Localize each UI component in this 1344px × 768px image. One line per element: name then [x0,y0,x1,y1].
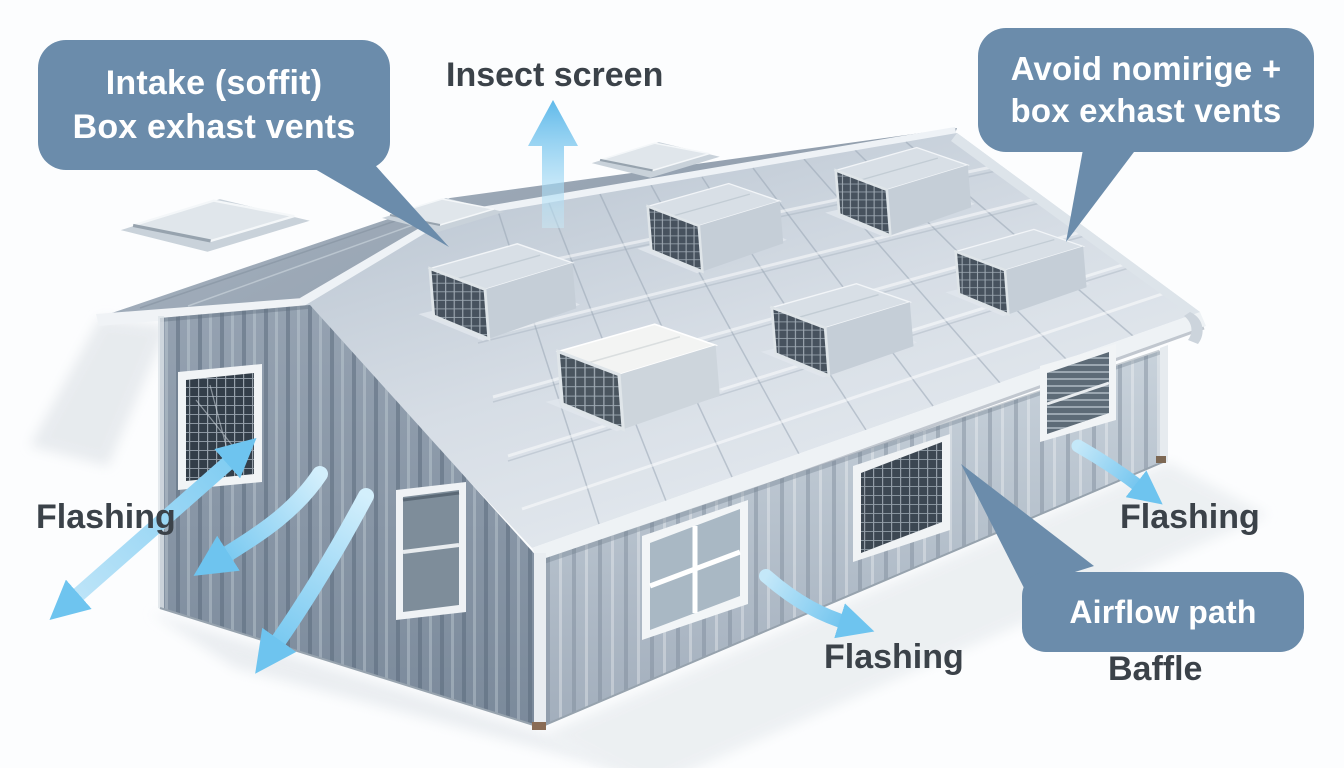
callout-avoid-line1: Avoid nomirige + [1010,50,1282,87]
insect-screen-label: Insect screen [446,56,664,94]
foundation-block [1156,456,1166,463]
front-window-3-blinds [1040,344,1116,442]
flashing-left-label: Flashing [36,498,176,536]
flashing-bottom-label: Flashing [824,638,964,676]
double-headed-arrow [49,437,257,621]
insect-screen-arrow [528,100,578,228]
flashing-right-label: Flashing [1120,498,1260,536]
callout-avoid-line2: box exhast vents [1010,92,1282,129]
curved-airflow-arrow [193,466,328,576]
callout-avoid-box-vents: Avoid nomirige + box exhast vents [978,28,1314,152]
callout-intake-line1: Intake (soffit) [105,64,323,102]
airflow-arrows [49,100,1163,674]
flashing-right-arrow [1071,439,1163,505]
front-wall [159,345,1168,730]
low-profile-vent [119,197,312,254]
avoid-callout-tail [1066,144,1140,242]
flashing-bottom-arrow [759,569,875,639]
callout-airflow-label: Airflow path [1069,593,1257,630]
baffle-label: Baffle [1108,650,1203,688]
left-fascia [96,298,306,326]
callout-intake-soffit: Intake (soffit) Box exhast vents [38,40,390,170]
downspout-elbow [1184,312,1203,344]
front-window-1 [642,500,748,640]
callout-intake-line2: Box exhast vents [72,108,356,146]
front-window-2-screened [853,434,950,562]
curved-airflow-arrow [255,488,374,674]
gable-lower-window [396,482,466,620]
callout-airflow-path: Airflow path [1022,572,1304,652]
airflow-callout-tail [961,464,1094,588]
foundation-block [532,722,546,730]
